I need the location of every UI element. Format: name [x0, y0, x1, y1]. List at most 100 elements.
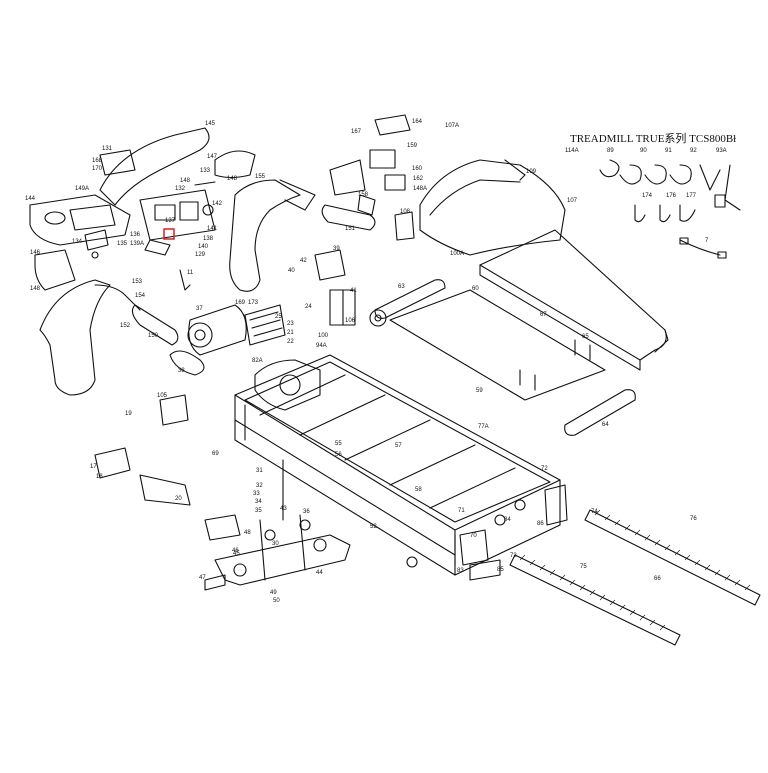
side-rail-66	[584, 509, 761, 606]
harness-89	[599, 159, 620, 178]
callout-168: 168	[92, 158, 103, 164]
callout-109: 109	[526, 169, 537, 175]
panel-146	[34, 249, 76, 291]
side-rail-60	[509, 554, 681, 646]
callout-114a: 114A	[565, 148, 579, 154]
callout-37: 37	[196, 306, 203, 312]
callout-33: 33	[253, 491, 260, 497]
callout-147: 147	[207, 154, 218, 160]
callout-65: 65	[582, 334, 589, 340]
left-upright	[39, 279, 111, 396]
callout-173: 173	[248, 300, 259, 306]
callout-100: 100	[318, 333, 329, 339]
callout-31: 31	[256, 468, 263, 474]
callout-22: 22	[287, 339, 294, 345]
highlight-marker	[163, 228, 175, 240]
bracket-17	[94, 447, 131, 479]
callout-148b: 148	[30, 286, 41, 292]
console-board	[139, 189, 216, 241]
callout-148c: 148	[227, 176, 238, 182]
callout-21: 21	[287, 330, 294, 336]
callout-30: 30	[272, 541, 279, 547]
callout-77a: 77A	[478, 424, 489, 430]
callout-106: 106	[345, 318, 356, 324]
diagram-title: TREADMILL TRUE系列 TCS800Bɫ	[570, 133, 737, 145]
callout-71: 71	[458, 508, 465, 514]
harness-174	[634, 204, 646, 223]
callout-90: 90	[640, 148, 647, 154]
callout-84: 84	[504, 517, 511, 523]
callout-148a: 148	[180, 178, 191, 184]
callout-105: 105	[157, 393, 168, 399]
callout-45: 45	[233, 551, 240, 557]
hand-grip-151	[321, 204, 376, 231]
callout-19: 19	[125, 411, 132, 417]
callout-108: 108	[400, 209, 411, 215]
lift-frame	[214, 534, 351, 586]
callout-39: 39	[333, 246, 340, 252]
callout-20: 20	[175, 496, 182, 502]
callout-69: 69	[212, 451, 219, 457]
callout-176: 176	[666, 193, 677, 199]
callout-167: 167	[351, 129, 362, 135]
callout-107: 107	[567, 198, 578, 204]
console-cover	[99, 127, 210, 206]
callout-91: 91	[665, 148, 672, 154]
callout-92: 92	[690, 148, 697, 154]
callout-42: 42	[300, 258, 307, 264]
callout-7: 7	[705, 238, 709, 244]
callout-94a: 94A	[316, 343, 327, 349]
callout-46: 46	[232, 548, 239, 554]
callout-73: 73	[510, 553, 517, 559]
bracket-105	[159, 394, 189, 426]
callout-142: 142	[212, 201, 223, 207]
callout-155: 155	[255, 174, 266, 180]
callout-44: 44	[316, 570, 323, 576]
callout-152: 152	[120, 323, 131, 329]
callout-159: 159	[407, 143, 418, 149]
callout-56: 56	[335, 452, 342, 458]
callout-89: 89	[607, 148, 614, 154]
callout-57: 57	[395, 443, 402, 449]
callout-141: 141	[207, 226, 218, 232]
callout-177: 177	[686, 193, 697, 199]
callout-34: 34	[255, 499, 262, 505]
callout-67: 67	[540, 312, 547, 318]
callout-55: 55	[335, 441, 342, 447]
callout-52: 52	[370, 524, 377, 530]
callout-17: 17	[90, 464, 97, 470]
callout-162: 162	[413, 176, 424, 182]
right-upright	[229, 179, 301, 292]
rail-hatching	[519, 509, 751, 631]
callout-131: 131	[102, 146, 113, 152]
drive-belt-38	[169, 350, 205, 376]
cable-7	[679, 239, 721, 256]
hand-grip-150	[131, 304, 179, 346]
callout-149a: 149A	[75, 186, 89, 192]
rear-cap-86	[544, 484, 568, 526]
callout-18: 18	[96, 474, 103, 480]
callout-137: 137	[165, 218, 176, 224]
running-belt-59	[389, 289, 606, 401]
callout-93a: 93A	[716, 148, 727, 154]
callout-64: 64	[602, 422, 609, 428]
console-side-147	[214, 150, 256, 179]
controller-board	[244, 304, 286, 346]
callout-74: 74	[591, 509, 598, 515]
callout-23: 23	[287, 321, 294, 327]
callout-75: 75	[580, 564, 587, 570]
rear-cap-70	[459, 529, 489, 566]
bracket-155	[204, 514, 241, 541]
callout-148d: 148A	[413, 186, 427, 192]
callout-72: 72	[541, 466, 548, 472]
callout-132: 132	[175, 186, 186, 192]
motor-hood-107	[419, 159, 566, 256]
callout-85: 85	[497, 567, 504, 573]
callout-135: 135	[117, 241, 128, 247]
callout-24: 24	[305, 304, 312, 310]
callout-170: 170	[92, 166, 103, 172]
deck-board-67	[479, 229, 667, 361]
callout-129: 129	[195, 252, 206, 258]
callout-164: 164	[412, 119, 423, 125]
